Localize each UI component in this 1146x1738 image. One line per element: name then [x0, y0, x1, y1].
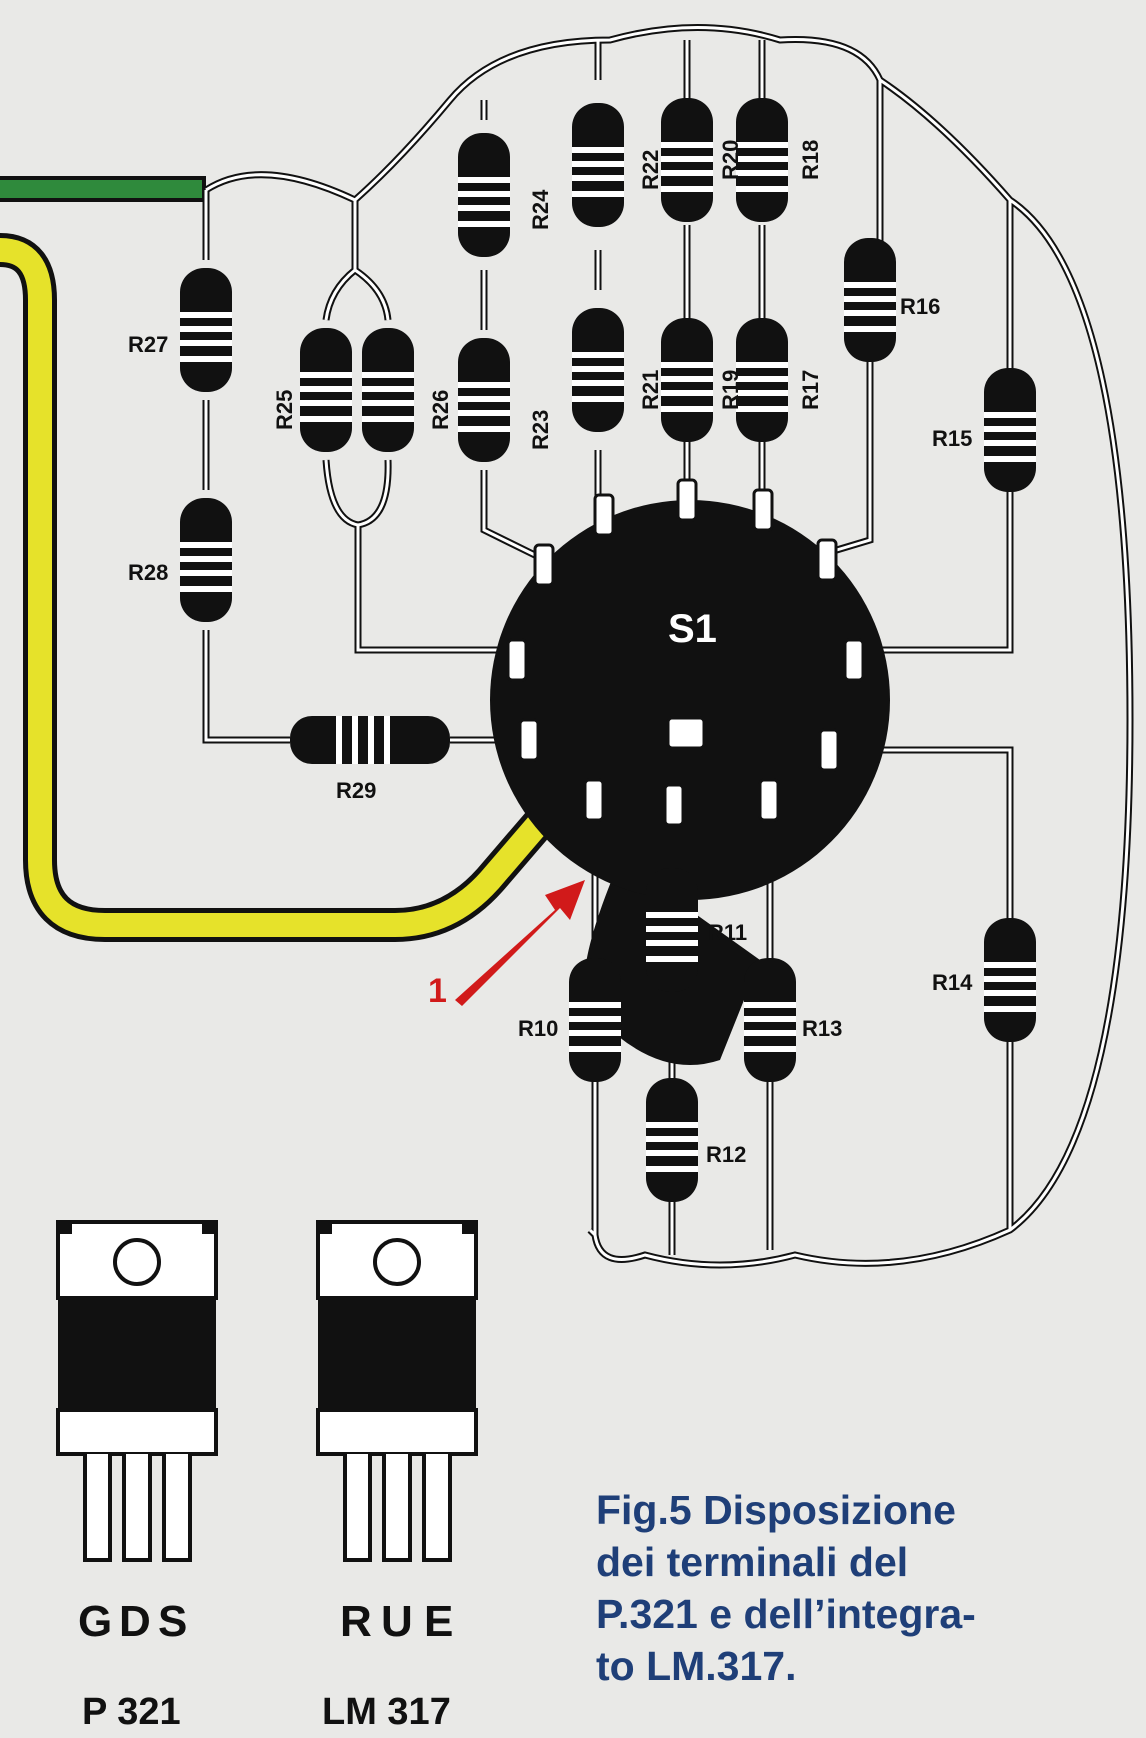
- resistor-r16: [844, 238, 896, 362]
- package-name-p321: P 321: [82, 1691, 181, 1733]
- resistor-r11: [646, 868, 698, 992]
- label-r28: R28: [128, 560, 168, 585]
- resistor-r17: [736, 318, 788, 442]
- pin-r: R: [340, 1597, 372, 1646]
- caption-line-1: Fig.5 Disposizione: [596, 1487, 956, 1533]
- label-r20: R20: [718, 140, 743, 180]
- resistor-r29: [290, 716, 450, 764]
- label-r22: R22: [638, 150, 663, 190]
- label-r12: R12: [706, 1142, 746, 1167]
- resistor-r14: [984, 918, 1036, 1042]
- resistor-r18: [736, 98, 788, 222]
- resistor-r22: [572, 103, 624, 227]
- resistor-r24: [458, 133, 510, 257]
- green-wire: [0, 176, 206, 202]
- label-r16: R16: [900, 294, 940, 319]
- label-r27: R27: [128, 332, 168, 357]
- caption-line-2: dei terminali del: [596, 1539, 909, 1585]
- label-r15: R15: [932, 426, 972, 451]
- label-r26: R26: [428, 390, 453, 430]
- label-r24: R24: [528, 189, 553, 230]
- label-r25: R25: [272, 390, 297, 430]
- switch-label: S1: [668, 607, 717, 651]
- arrow-label: 1: [428, 972, 447, 1010]
- resistor-labels: R27 R28 R29 R25 R26 R24 R23 R22 R21 R20 …: [128, 140, 973, 1167]
- resistor-r23: [458, 338, 510, 462]
- resistor-r25: [300, 328, 352, 452]
- caption-line-4: to LM.317.: [596, 1643, 797, 1689]
- resistor-r13: [744, 958, 796, 1082]
- label-r21: R21: [638, 370, 663, 410]
- label-r14: R14: [932, 970, 973, 995]
- package-lm317: R U E LM 317: [316, 1220, 478, 1733]
- resistor-r10: [569, 958, 621, 1082]
- pin-s: S: [158, 1597, 187, 1646]
- resistor-r20: [661, 98, 713, 222]
- resistor-r26: [362, 328, 414, 452]
- label-r10: R10: [518, 1016, 558, 1041]
- label-r23: R23: [528, 410, 553, 450]
- label-r11: R11: [708, 920, 747, 945]
- package-name-lm317: LM 317: [322, 1691, 451, 1733]
- figure-caption: Fig.5 Disposizione dei terminali del P.3…: [596, 1484, 1070, 1692]
- label-r17: R17: [798, 370, 823, 410]
- resistor-r28: [180, 498, 232, 622]
- label-r19: R19: [718, 370, 743, 410]
- resistor-r12: [646, 1078, 698, 1202]
- resistor-r21: [572, 308, 624, 432]
- pin-u: U: [381, 1597, 413, 1646]
- pin-g: G: [78, 1597, 112, 1646]
- label-r29: R29: [336, 778, 376, 803]
- resistor-r19: [661, 318, 713, 442]
- resistor-r15: [984, 368, 1036, 492]
- package-p321: G D S P 321: [56, 1220, 218, 1733]
- caption-line-3: P.321 e dell’integra-: [596, 1591, 976, 1637]
- resistors: [180, 98, 1036, 1202]
- label-r13: R13: [802, 1016, 842, 1041]
- pin-d: D: [119, 1597, 151, 1646]
- label-r18: R18: [798, 140, 823, 180]
- resistor-r27: [180, 268, 232, 392]
- pin-e: E: [424, 1597, 453, 1646]
- arrow-1: 1: [428, 880, 585, 1010]
